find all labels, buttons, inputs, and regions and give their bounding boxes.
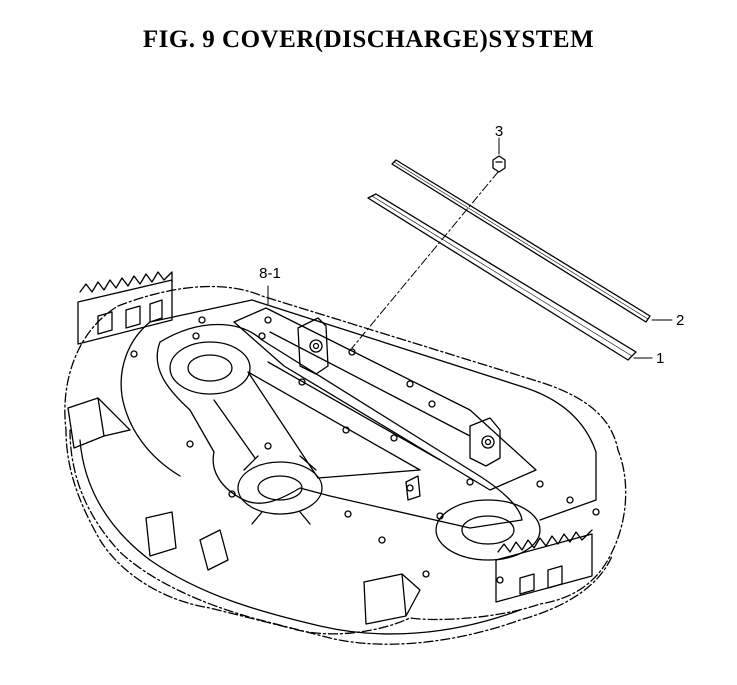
part-3-fastener (492, 155, 506, 173)
hinge-bracket-right (469, 417, 501, 467)
fastener-bolts (130, 316, 600, 584)
hinge-bracket-left (297, 317, 329, 375)
callout-part-8-1: 8-1 (259, 265, 281, 282)
callout-part-2: 2 (676, 312, 684, 329)
figure-title: FIG. 9 COVER(DISCHARGE)SYSTEM (142, 26, 595, 53)
part-1-strip (367, 193, 637, 361)
corner-brackets (67, 397, 421, 625)
explosion-centerline (351, 171, 499, 349)
serrated-plate-right (495, 529, 593, 603)
spindle-center (237, 455, 323, 525)
spindle-right (435, 499, 541, 561)
spindle-left (169, 341, 251, 395)
callout-part-3: 3 (495, 123, 503, 140)
discharge-cover-plate (233, 307, 537, 491)
spindle-frame (156, 323, 523, 529)
leader-lines (267, 137, 673, 359)
part-2-strip (391, 159, 651, 323)
center-clip (405, 475, 421, 501)
serrated-plate-left (77, 271, 173, 345)
mower-deck-housing (64, 285, 627, 645)
callout-part-1: 1 (656, 350, 664, 367)
